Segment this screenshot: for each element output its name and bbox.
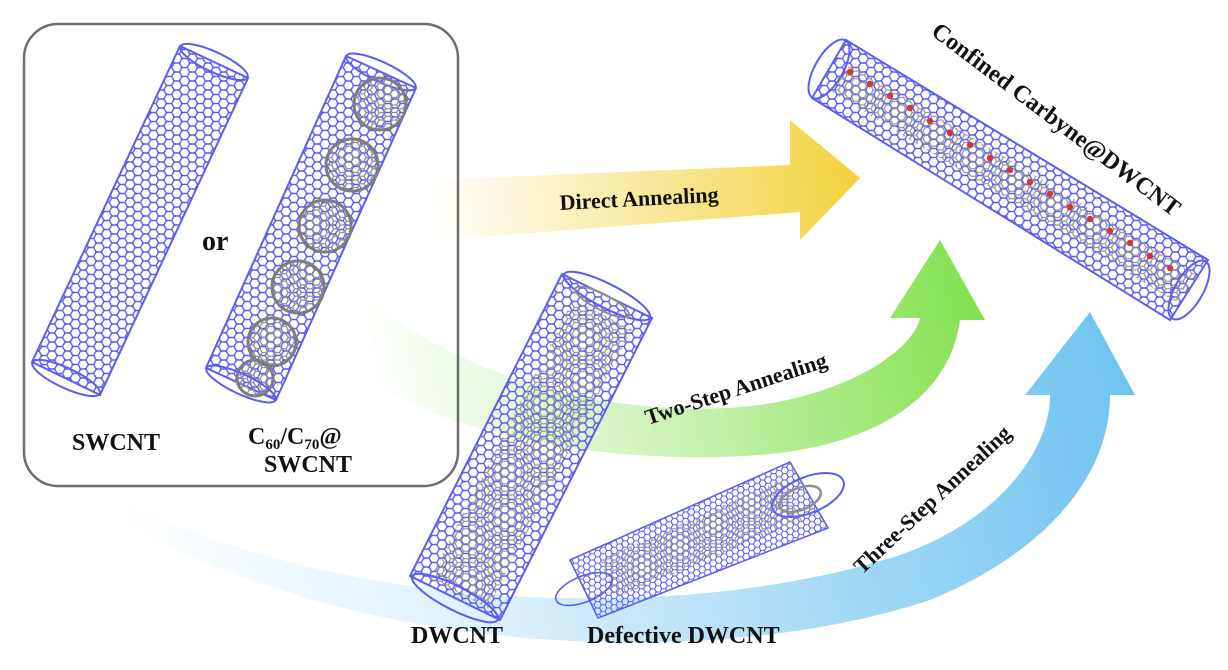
swcnt-label: SWCNT <box>72 430 160 456</box>
dwcnt-nanotube <box>408 270 654 624</box>
at-sign: @ <box>319 424 341 450</box>
fullerene-balls <box>235 76 408 398</box>
c70-c-part: /C <box>279 424 304 450</box>
c60-c-part: C <box>248 424 265 450</box>
defective-dwcnt-nanotube <box>554 460 845 620</box>
or-label: or <box>202 226 228 257</box>
c60-subscript: 60 <box>265 437 280 453</box>
defective-dwcnt-label: Defective DWCNT <box>587 623 780 649</box>
swcnt-nanotube <box>30 42 250 398</box>
two-step-arrow <box>370 240 985 458</box>
carbyne-dwcnt-nanotube <box>807 38 1211 322</box>
c60-c70-peapod-nanotube <box>204 52 418 404</box>
inset-frame <box>22 22 460 488</box>
c60-swcnt-label: SWCNT <box>264 452 352 478</box>
c60-c70-label: C60/C70@ <box>248 424 342 453</box>
carbyne-chain <box>846 68 1174 272</box>
c70-subscript: 70 <box>304 437 319 453</box>
dwcnt-label: DWCNT <box>411 623 503 649</box>
direct-annealing-arrow <box>430 120 860 240</box>
